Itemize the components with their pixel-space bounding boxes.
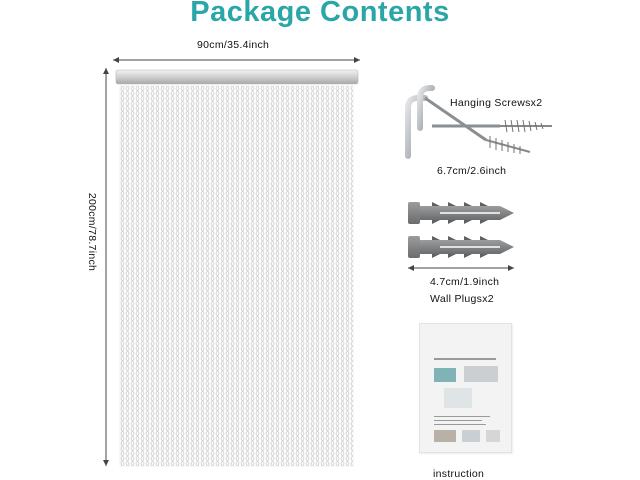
hanging-screws-size-label: 6.7cm/2.6inch — [437, 165, 507, 177]
hanging-screws-label: Hanging Screwsx2 — [450, 97, 543, 109]
curtain-height-label: 200cm/78.7inch — [86, 192, 98, 272]
height-dimension-line — [103, 68, 109, 466]
curtain-width-label: 90cm/35.4inch — [197, 39, 270, 51]
wall-plugs-label: Wall Plugsx2 — [430, 293, 494, 305]
plug-dimension-line — [408, 265, 514, 271]
wall-plug-icon — [408, 202, 514, 258]
wall-plugs-size-label: 4.7cm/1.9inch — [430, 276, 500, 288]
page-title: Package Contents — [190, 0, 450, 28]
l-hook-screw-icon — [405, 85, 552, 159]
chain-curtain — [115, 69, 359, 467]
width-dimension-line — [113, 57, 360, 63]
instruction-sheet-icon — [419, 323, 512, 453]
curtain-rail — [115, 69, 359, 85]
instruction-label: instruction — [433, 468, 485, 480]
